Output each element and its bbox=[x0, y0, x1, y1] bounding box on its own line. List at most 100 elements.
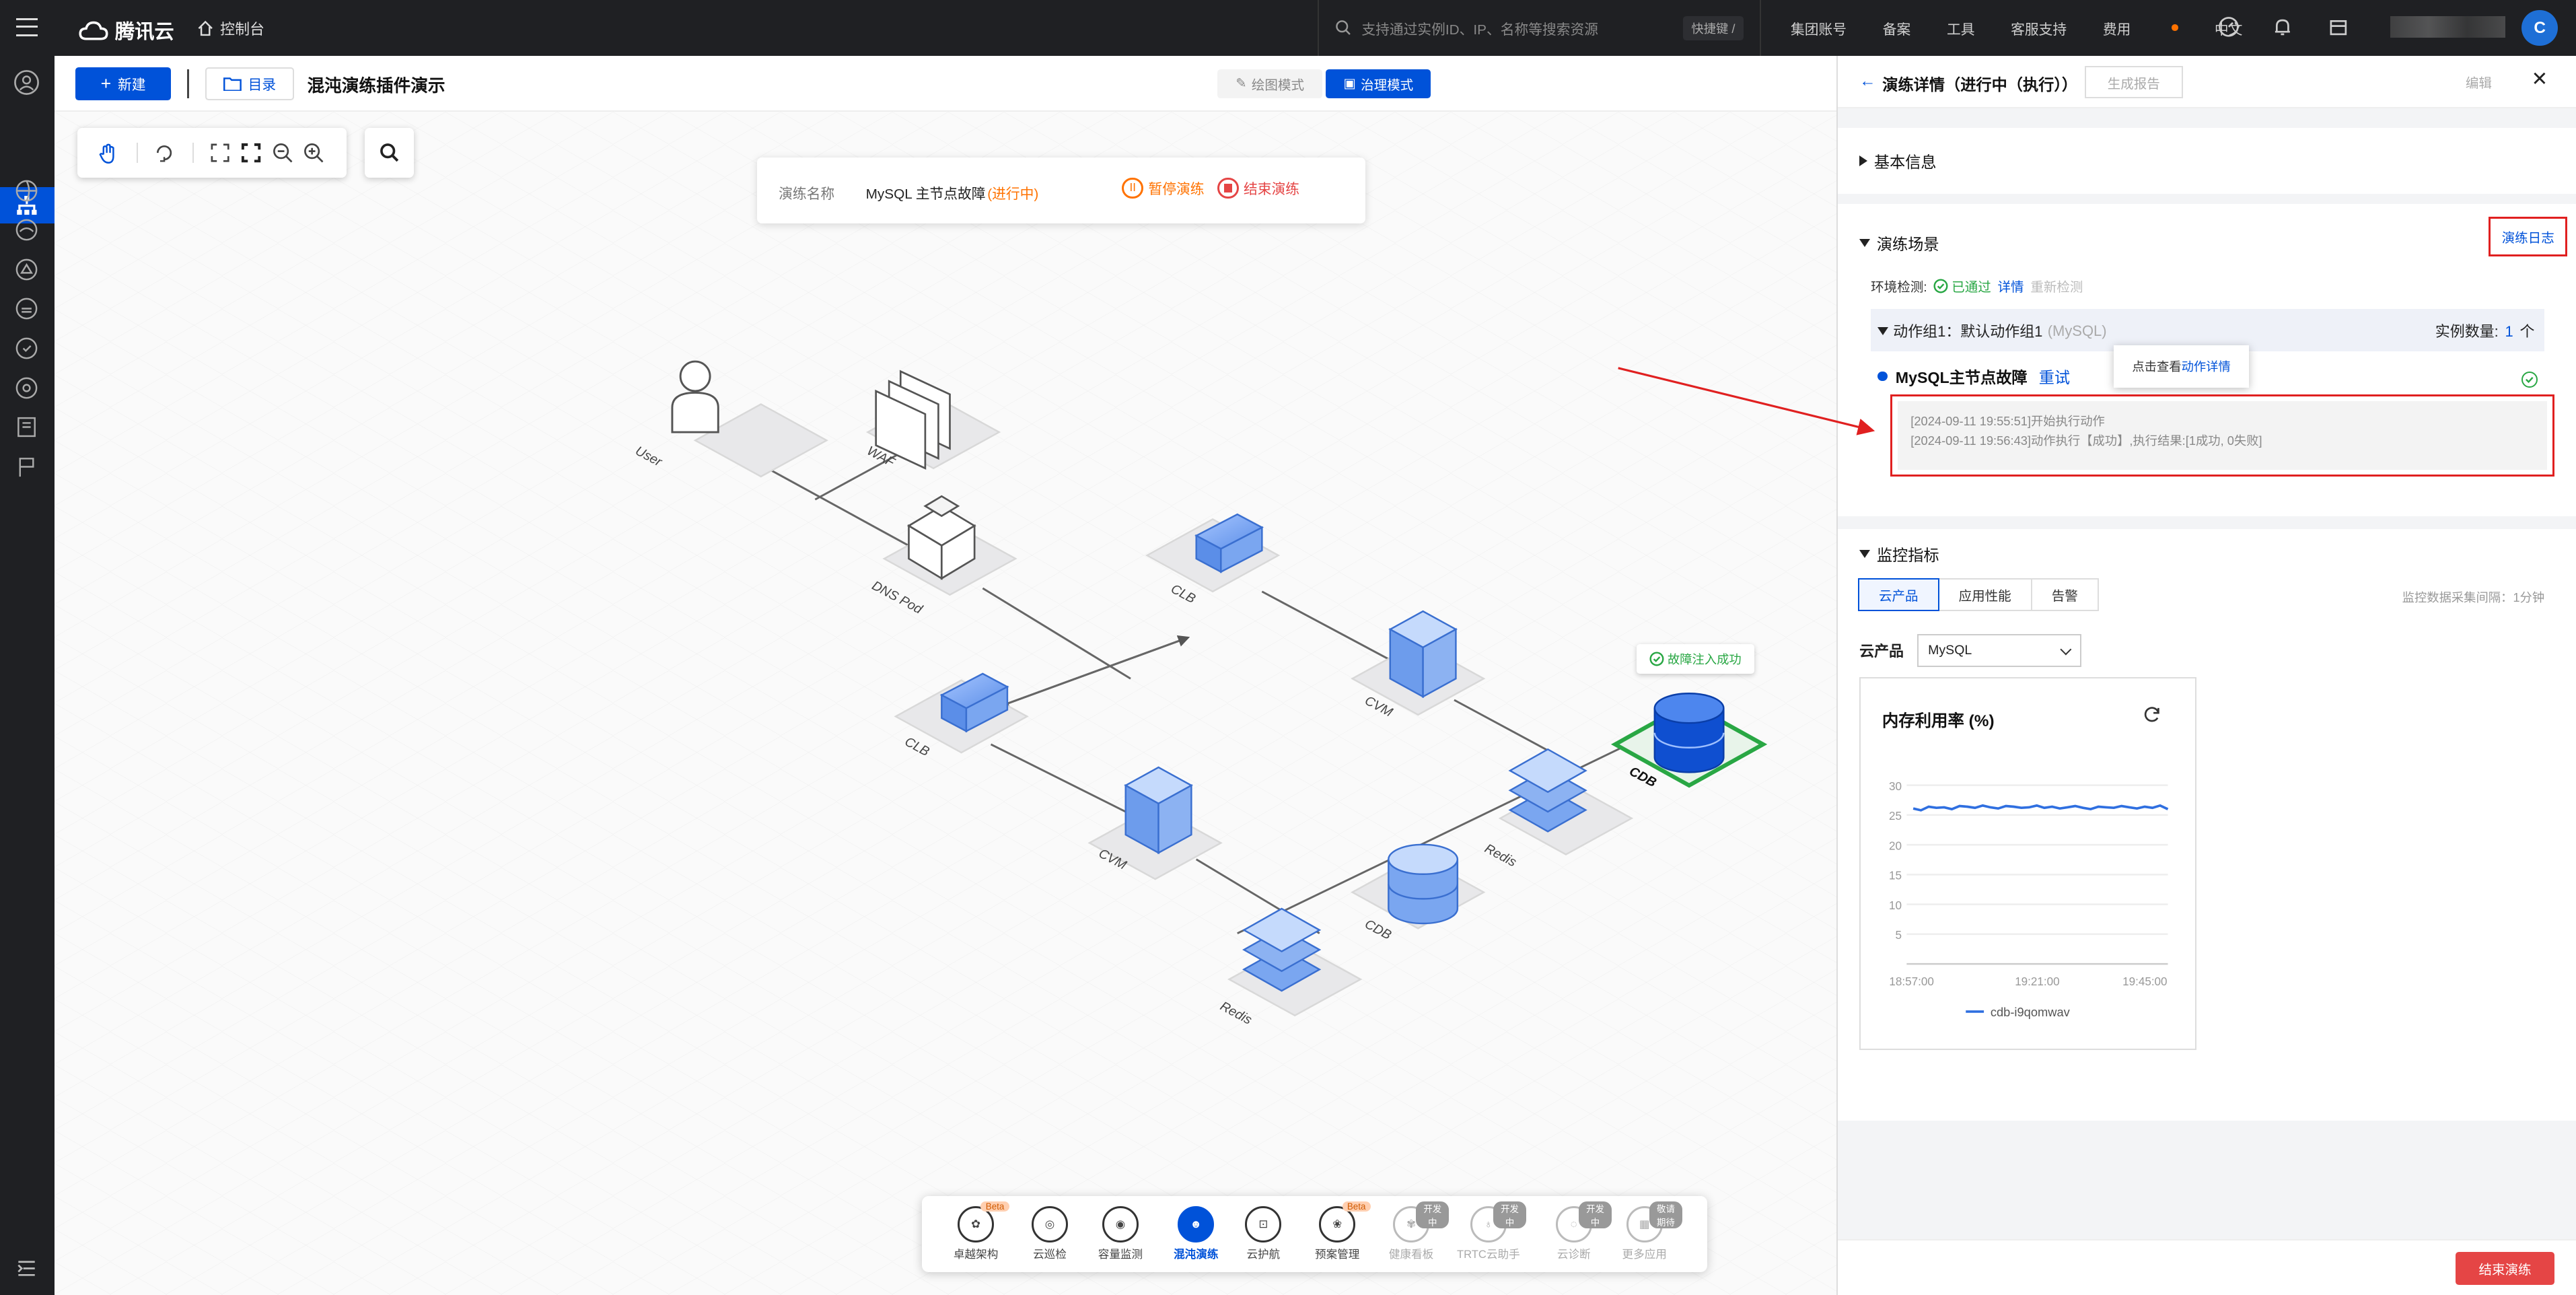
user-node[interactable] bbox=[671, 360, 719, 433]
tab-cloud-product[interactable]: 云产品 bbox=[1857, 578, 1939, 612]
zoom-in-icon[interactable] bbox=[302, 141, 325, 164]
fullscreen-icon[interactable] bbox=[240, 141, 262, 164]
globe-icon[interactable] bbox=[13, 178, 40, 204]
action-detail-tooltip: 点击查看动作详情 bbox=[2114, 345, 2249, 388]
dock-item-0[interactable]: ✿Beta 卓越架构 bbox=[938, 1201, 1013, 1262]
monitor-toggle[interactable]: 监控指标 bbox=[1859, 542, 1939, 565]
directory-button[interactable]: 目录 bbox=[205, 67, 294, 100]
nav-tools[interactable]: 工具 bbox=[1946, 22, 1975, 38]
cart-icon[interactable] bbox=[2328, 16, 2349, 38]
nav-support[interactable]: 客服支持 bbox=[2011, 22, 2067, 38]
nav-filing[interactable]: 备案 bbox=[1882, 22, 1911, 38]
edit-button[interactable]: 编辑 bbox=[2465, 76, 2492, 92]
drill-log-link[interactable]: 演练日志 bbox=[2489, 217, 2568, 256]
dock-item-2[interactable]: ◉容量监测 bbox=[1083, 1205, 1158, 1262]
chaos-icon[interactable] bbox=[13, 256, 40, 283]
dock-item-9[interactable]: ▦敬请期待更多应用 bbox=[1607, 1201, 1682, 1262]
tab-app-performance[interactable]: 应用性能 bbox=[1937, 578, 2032, 612]
instance-count-value[interactable]: 1 bbox=[2505, 323, 2513, 341]
left-sidebar bbox=[0, 56, 55, 1295]
env-recheck-link[interactable]: 重新检测 bbox=[2030, 280, 2083, 295]
y-tick-label: 5 bbox=[1896, 930, 1902, 942]
draw-mode-tab[interactable]: ✎绘图模式 bbox=[1217, 69, 1323, 99]
redis-node-right[interactable] bbox=[1508, 748, 1587, 833]
generate-report-button[interactable]: 生成报告 bbox=[2084, 65, 2184, 99]
product-select[interactable]: MySQL bbox=[1917, 634, 2081, 668]
cdb-node-middle[interactable] bbox=[1387, 843, 1458, 925]
governance-mode-tab[interactable]: ▣治理模式 bbox=[1326, 69, 1431, 99]
caret-down-icon bbox=[1859, 549, 1871, 558]
redis-node-bottom[interactable] bbox=[1242, 907, 1321, 992]
dock-item-4[interactable]: ⊡云护航 bbox=[1225, 1205, 1301, 1262]
cdb-node-fault[interactable] bbox=[1653, 692, 1725, 773]
collapse-sidebar-icon[interactable] bbox=[13, 1255, 40, 1282]
end-drill-button[interactable]: 结束演练 bbox=[2456, 1251, 2554, 1285]
dock-badge: Beta bbox=[980, 1201, 1009, 1212]
waf-node[interactable] bbox=[874, 370, 951, 470]
menu-icon[interactable] bbox=[16, 18, 38, 36]
clb-node-left[interactable] bbox=[939, 672, 1009, 733]
dock-item-label: 卓越架构 bbox=[953, 1248, 999, 1261]
dock-app-icon: ☻ bbox=[1178, 1205, 1215, 1242]
dock-app-icon: ✿ bbox=[958, 1205, 994, 1242]
account-name-blurred[interactable] bbox=[2390, 16, 2505, 38]
dock-item-label: 云巡检 bbox=[1033, 1248, 1067, 1261]
console-link[interactable]: 控制台 bbox=[197, 18, 264, 39]
hand-icon[interactable] bbox=[97, 141, 120, 164]
gauge-icon[interactable] bbox=[2218, 16, 2240, 38]
rotate-icon[interactable] bbox=[153, 141, 176, 164]
capacity-icon[interactable] bbox=[13, 217, 40, 243]
nav-group-account[interactable]: 集团账号 bbox=[1791, 22, 1847, 38]
stop-drill-button[interactable]: 结束演练 bbox=[1217, 177, 1299, 199]
topology-diagram: User WAF DNS Pod CLB CLB CVM CVM CDB CDB… bbox=[633, 360, 1767, 1028]
dock-item-8[interactable]: ◌开发中云诊断 bbox=[1536, 1201, 1612, 1262]
plus-icon: + bbox=[100, 73, 112, 94]
plan-icon[interactable] bbox=[13, 375, 40, 401]
dock-item-label: 云诊断 bbox=[1557, 1248, 1591, 1261]
new-button[interactable]: +新建 bbox=[75, 67, 171, 100]
nav-billing[interactable]: 费用 bbox=[2103, 18, 2179, 38]
canvas-search-button[interactable] bbox=[364, 128, 415, 178]
toolbar-divider bbox=[187, 69, 189, 99]
bell-icon[interactable] bbox=[2272, 16, 2293, 38]
caret-down-icon bbox=[1877, 326, 1888, 335]
back-arrow-icon[interactable]: ← bbox=[1859, 72, 1876, 91]
env-detail-link[interactable]: 详情 bbox=[1997, 280, 2024, 295]
scene-toggle[interactable]: 演练场景 bbox=[1859, 232, 1939, 254]
clb-node-top[interactable] bbox=[1194, 513, 1264, 573]
global-search[interactable]: 支持通过实例ID、IP、名称等搜索资源 快捷键 / bbox=[1317, 0, 1762, 56]
draw-mode-label: 绘图模式 bbox=[1251, 77, 1304, 93]
action-detail-link[interactable]: 动作详情 bbox=[2181, 359, 2231, 374]
dns-pod-node[interactable] bbox=[906, 495, 976, 580]
shield-icon[interactable] bbox=[13, 335, 40, 361]
tab-alarm[interactable]: 告警 bbox=[2030, 578, 2100, 612]
flag-icon[interactable] bbox=[13, 454, 40, 480]
dock-item-1[interactable]: ◎云巡检 bbox=[1012, 1205, 1087, 1262]
dock-item-6[interactable]: ✾开发中健康看板 bbox=[1373, 1201, 1450, 1262]
retry-link[interactable]: 重试 bbox=[2038, 368, 2071, 386]
dock-item-3[interactable]: ☻混沌演练 bbox=[1158, 1205, 1233, 1262]
zoom-out-icon[interactable] bbox=[271, 141, 294, 164]
close-icon[interactable]: ✕ bbox=[2531, 68, 2548, 91]
user-circle-icon[interactable] bbox=[13, 69, 40, 96]
brand-logo[interactable]: 腾讯云 bbox=[79, 16, 174, 44]
inspect-icon[interactable] bbox=[13, 295, 40, 322]
avatar[interactable]: C bbox=[2521, 9, 2559, 46]
brand-name: 腾讯云 bbox=[114, 21, 174, 44]
check-icon bbox=[2525, 376, 2534, 383]
fault-action-name[interactable]: MySQL主节点故障 bbox=[1895, 368, 2028, 386]
refresh-icon[interactable] bbox=[2142, 705, 2161, 724]
fit-view-icon[interactable] bbox=[209, 141, 231, 164]
basic-info-toggle[interactable]: 基本信息 bbox=[1859, 149, 1937, 172]
cvm-node-left[interactable] bbox=[1123, 766, 1193, 855]
book-icon[interactable] bbox=[13, 414, 40, 440]
cvm-node-right[interactable] bbox=[1388, 610, 1458, 699]
architecture-canvas[interactable]: User WAF DNS Pod CLB CLB CVM CVM CDB CDB… bbox=[54, 112, 1837, 1295]
sidebar-item-architecture[interactable] bbox=[0, 187, 55, 223]
